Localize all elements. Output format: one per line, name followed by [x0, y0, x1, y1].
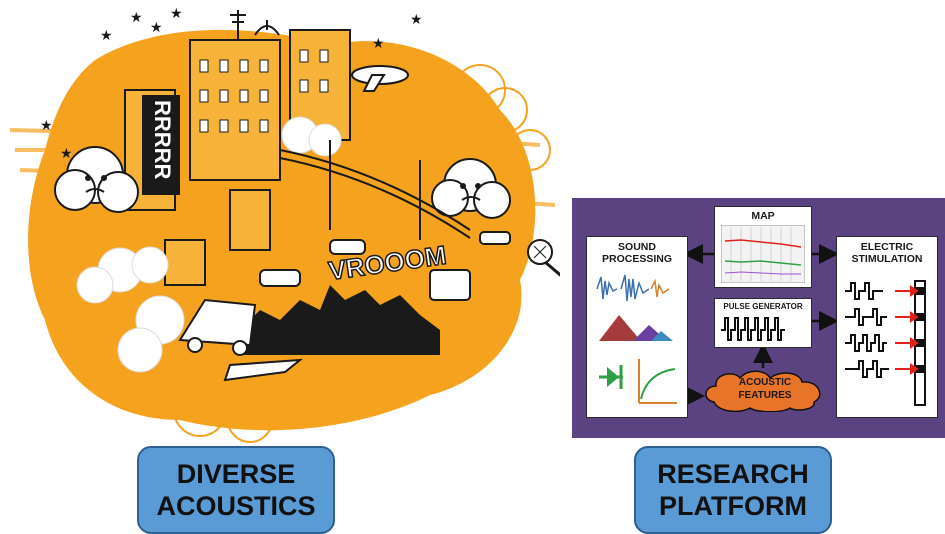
svg-text:★: ★ [410, 11, 423, 27]
skyline-silhouette [240, 285, 440, 355]
airplane [351, 65, 409, 92]
svg-text:★: ★ [372, 35, 385, 51]
angry-cloud-right [431, 158, 511, 219]
panel-arrows [683, 244, 839, 406]
rrrrr-sign [142, 95, 180, 195]
city-sound-illustration: ★ ★ ★ ★ ★ ★ ★ ★ RRRRR [9, 5, 560, 443]
sound-processing-box: SOUND PROCESSING [586, 236, 688, 418]
map-plot-icon [721, 225, 805, 283]
antennas [230, 10, 280, 40]
research-platform-label: RESEARCH PLATFORM [634, 446, 832, 534]
svg-text:★: ★ [170, 5, 183, 21]
boat [223, 358, 304, 382]
microphone-icon [527, 239, 560, 277]
smoke-clouds [76, 116, 342, 373]
acoustic-features-label: ACOUSTIC FEATURES [738, 377, 792, 401]
acoustic-features-cloud [705, 370, 821, 412]
waveform-icon [596, 274, 670, 302]
swirl-decoration [95, 64, 551, 443]
map-label: MAP [751, 210, 775, 222]
svg-text:★: ★ [100, 27, 113, 43]
pulse-train-icon [721, 317, 785, 341]
electric-stimulation-label: ELECTRIC STIMULATION [851, 241, 923, 265]
cars [178, 231, 511, 356]
svg-text:★: ★ [150, 19, 163, 35]
electric-stimulation-box: ELECTRIC STIMULATION [836, 236, 938, 418]
stars: ★ ★ ★ ★ ★ ★ ★ ★ [40, 5, 423, 161]
pulse-generator-box: PULSE GENERATOR [714, 298, 812, 348]
spectrum-icon [599, 315, 673, 341]
electrode-stimulation-icon [845, 280, 926, 406]
chimney-text: RRRRR [150, 100, 175, 180]
map-box: MAP [714, 206, 812, 288]
power-lines [279, 140, 471, 240]
svg-text:★: ★ [40, 117, 53, 133]
diverse-acoustics-label: DIVERSE ACOUSTICS [137, 446, 335, 534]
sound-processing-label: SOUND PROCESSING [601, 241, 672, 265]
compressor-icon [599, 359, 677, 404]
svg-text:★: ★ [130, 9, 143, 25]
svg-text:★: ★ [60, 145, 73, 161]
research-platform-panel: MAP SOUND PROCESSING [572, 198, 945, 438]
sound-processing-icons [596, 274, 677, 404]
building-windows [199, 49, 329, 133]
pulse-generator-label: PULSE GENERATOR [723, 302, 803, 311]
angry-cloud-left [54, 146, 139, 213]
